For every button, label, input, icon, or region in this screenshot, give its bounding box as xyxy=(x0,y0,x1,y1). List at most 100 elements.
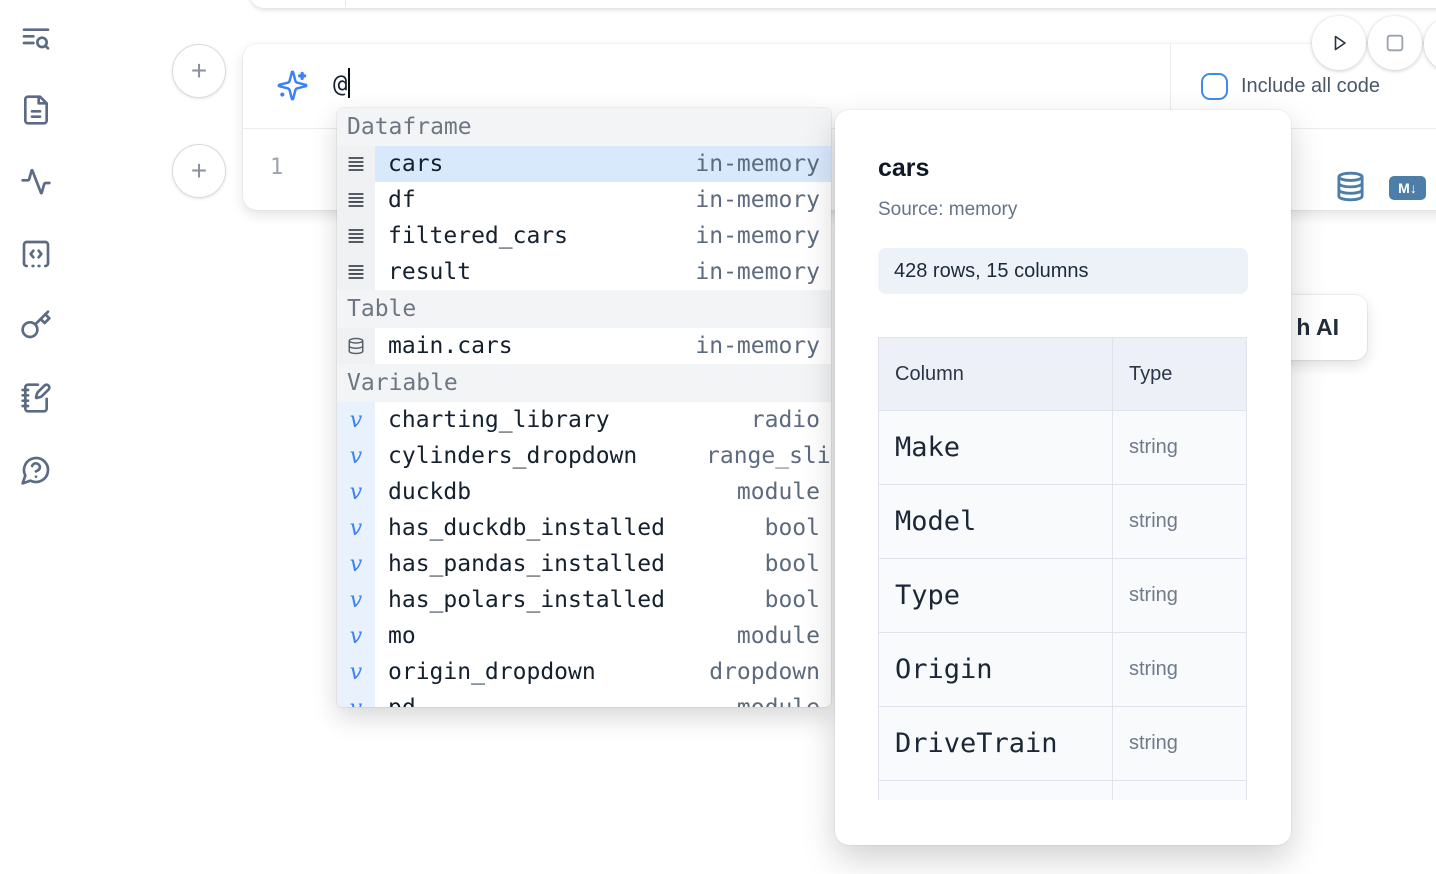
item-name: mo xyxy=(388,623,416,649)
variable-icon: v xyxy=(349,407,363,433)
preview-table: Column Type Make string Model string Typ… xyxy=(878,337,1247,800)
variable-icon: v xyxy=(349,479,363,505)
table-row: Make string xyxy=(878,410,1247,485)
add-cell-above-button[interactable]: + xyxy=(172,44,226,98)
play-icon xyxy=(1334,35,1346,51)
list-item[interactable]: v mo module xyxy=(337,618,831,654)
ai-row-divider xyxy=(1170,44,1171,128)
item-detail: in-memory xyxy=(695,259,820,285)
list-item-partial[interactable]: v pd module xyxy=(337,690,831,707)
notebook-pen-icon[interactable] xyxy=(20,382,52,414)
item-name: pd xyxy=(375,695,416,707)
add-cell-below-button[interactable]: + xyxy=(172,144,226,198)
markdown-convert-icon[interactable]: M↓ xyxy=(1389,176,1426,200)
column-name: Origin xyxy=(878,632,1113,707)
ai-sparkle-icon xyxy=(277,70,308,101)
item-detail: module xyxy=(736,479,820,505)
item-detail: module xyxy=(736,623,820,649)
item-name: df xyxy=(388,187,416,213)
item-name: duckdb xyxy=(388,479,472,505)
item-name: origin_dropdown xyxy=(388,659,596,685)
preview-title: cars xyxy=(878,154,930,182)
variable-icon: v xyxy=(349,515,363,541)
table-row: DriveTrain string xyxy=(878,706,1247,781)
dataframe-rows-icon xyxy=(348,193,364,207)
column-type: string xyxy=(1112,558,1247,633)
item-detail: in-memory xyxy=(695,187,820,213)
help-chat-icon[interactable] xyxy=(20,454,52,486)
table-row-partial xyxy=(878,780,1247,800)
variable-icon: v xyxy=(349,623,363,649)
dataframe-rows-icon xyxy=(348,265,364,279)
preview-table-wrap: Column Type Make string Model string Typ… xyxy=(878,337,1248,800)
key-icon[interactable] xyxy=(20,309,52,341)
dataframe-rows-icon xyxy=(348,229,364,243)
table-row: Origin string xyxy=(878,632,1247,707)
list-item[interactable]: main.cars in-memory xyxy=(337,328,831,364)
item-detail: range_slider xyxy=(706,443,831,469)
table-header-row: Column Type xyxy=(878,337,1247,411)
code-editor-row[interactable]: 1 M↓ xyxy=(243,129,1436,210)
item-detail: radio xyxy=(750,407,820,433)
section-header-variable: Variable xyxy=(337,364,831,402)
list-item[interactable]: v duckdb module xyxy=(337,474,831,510)
ai-prompt-value: @ xyxy=(333,70,348,98)
list-item[interactable]: v has_polars_installed bool xyxy=(337,582,831,618)
list-item[interactable]: cars in-memory xyxy=(337,146,831,182)
dataframe-rows-icon xyxy=(348,157,364,171)
activity-icon[interactable] xyxy=(20,167,52,199)
table-row: Model string xyxy=(878,484,1247,559)
clipped-action-button[interactable] xyxy=(1424,17,1436,71)
list-item[interactable]: result in-memory xyxy=(337,254,831,290)
list-item[interactable]: v charting_library radio xyxy=(337,402,831,438)
variable-icon: v xyxy=(349,587,363,613)
dataframe-preview-panel: cars Source: memory 428 rows, 15 columns… xyxy=(835,110,1291,845)
item-detail: bool xyxy=(764,551,820,577)
item-detail: module xyxy=(737,695,831,707)
database-action-icon[interactable] xyxy=(1335,171,1366,202)
column-type: string xyxy=(1112,632,1247,707)
previous-cell-edge xyxy=(250,0,1436,8)
item-detail: in-memory xyxy=(695,223,820,249)
item-name: filtered_cars xyxy=(388,223,569,249)
section-header-table: Table xyxy=(337,290,831,328)
column-type: string xyxy=(1112,484,1247,559)
item-name: main.cars xyxy=(388,333,513,359)
item-name: cylinders_dropdown xyxy=(388,443,638,469)
text-cursor xyxy=(348,68,351,98)
item-detail: in-memory xyxy=(695,151,820,177)
item-name: cars xyxy=(388,151,444,177)
previous-cell-gutter-divider xyxy=(345,0,346,7)
list-search-icon[interactable] xyxy=(20,23,52,55)
column-name: Type xyxy=(878,558,1113,633)
list-item[interactable]: filtered_cars in-memory xyxy=(337,218,831,254)
table-row: Type string xyxy=(878,558,1247,633)
list-item[interactable]: df in-memory xyxy=(337,182,831,218)
variable-icon: v xyxy=(350,696,362,708)
include-all-code-checkbox[interactable] xyxy=(1201,72,1228,100)
ai-prompt-input[interactable]: @ xyxy=(333,68,351,98)
stop-cell-button[interactable] xyxy=(1368,16,1422,70)
item-name: has_duckdb_installed xyxy=(388,515,665,541)
column-type: string xyxy=(1112,410,1247,485)
type-header: Type xyxy=(1112,337,1247,411)
run-cell-button[interactable] xyxy=(1312,16,1366,70)
code-block-icon[interactable] xyxy=(20,238,52,270)
item-detail: in-memory xyxy=(695,333,820,359)
file-text-icon[interactable] xyxy=(20,94,52,126)
column-name: DriveTrain xyxy=(878,706,1113,781)
preview-source: Source: memory xyxy=(878,199,1018,220)
item-detail: bool xyxy=(764,587,820,613)
item-name: has_polars_installed xyxy=(388,587,665,613)
include-all-code-control: Include all code xyxy=(1201,44,1380,128)
line-number: 1 xyxy=(270,155,284,180)
item-name: charting_library xyxy=(388,407,610,433)
item-name: result xyxy=(388,259,472,285)
column-type: string xyxy=(1112,706,1247,781)
stop-icon xyxy=(1386,34,1404,52)
